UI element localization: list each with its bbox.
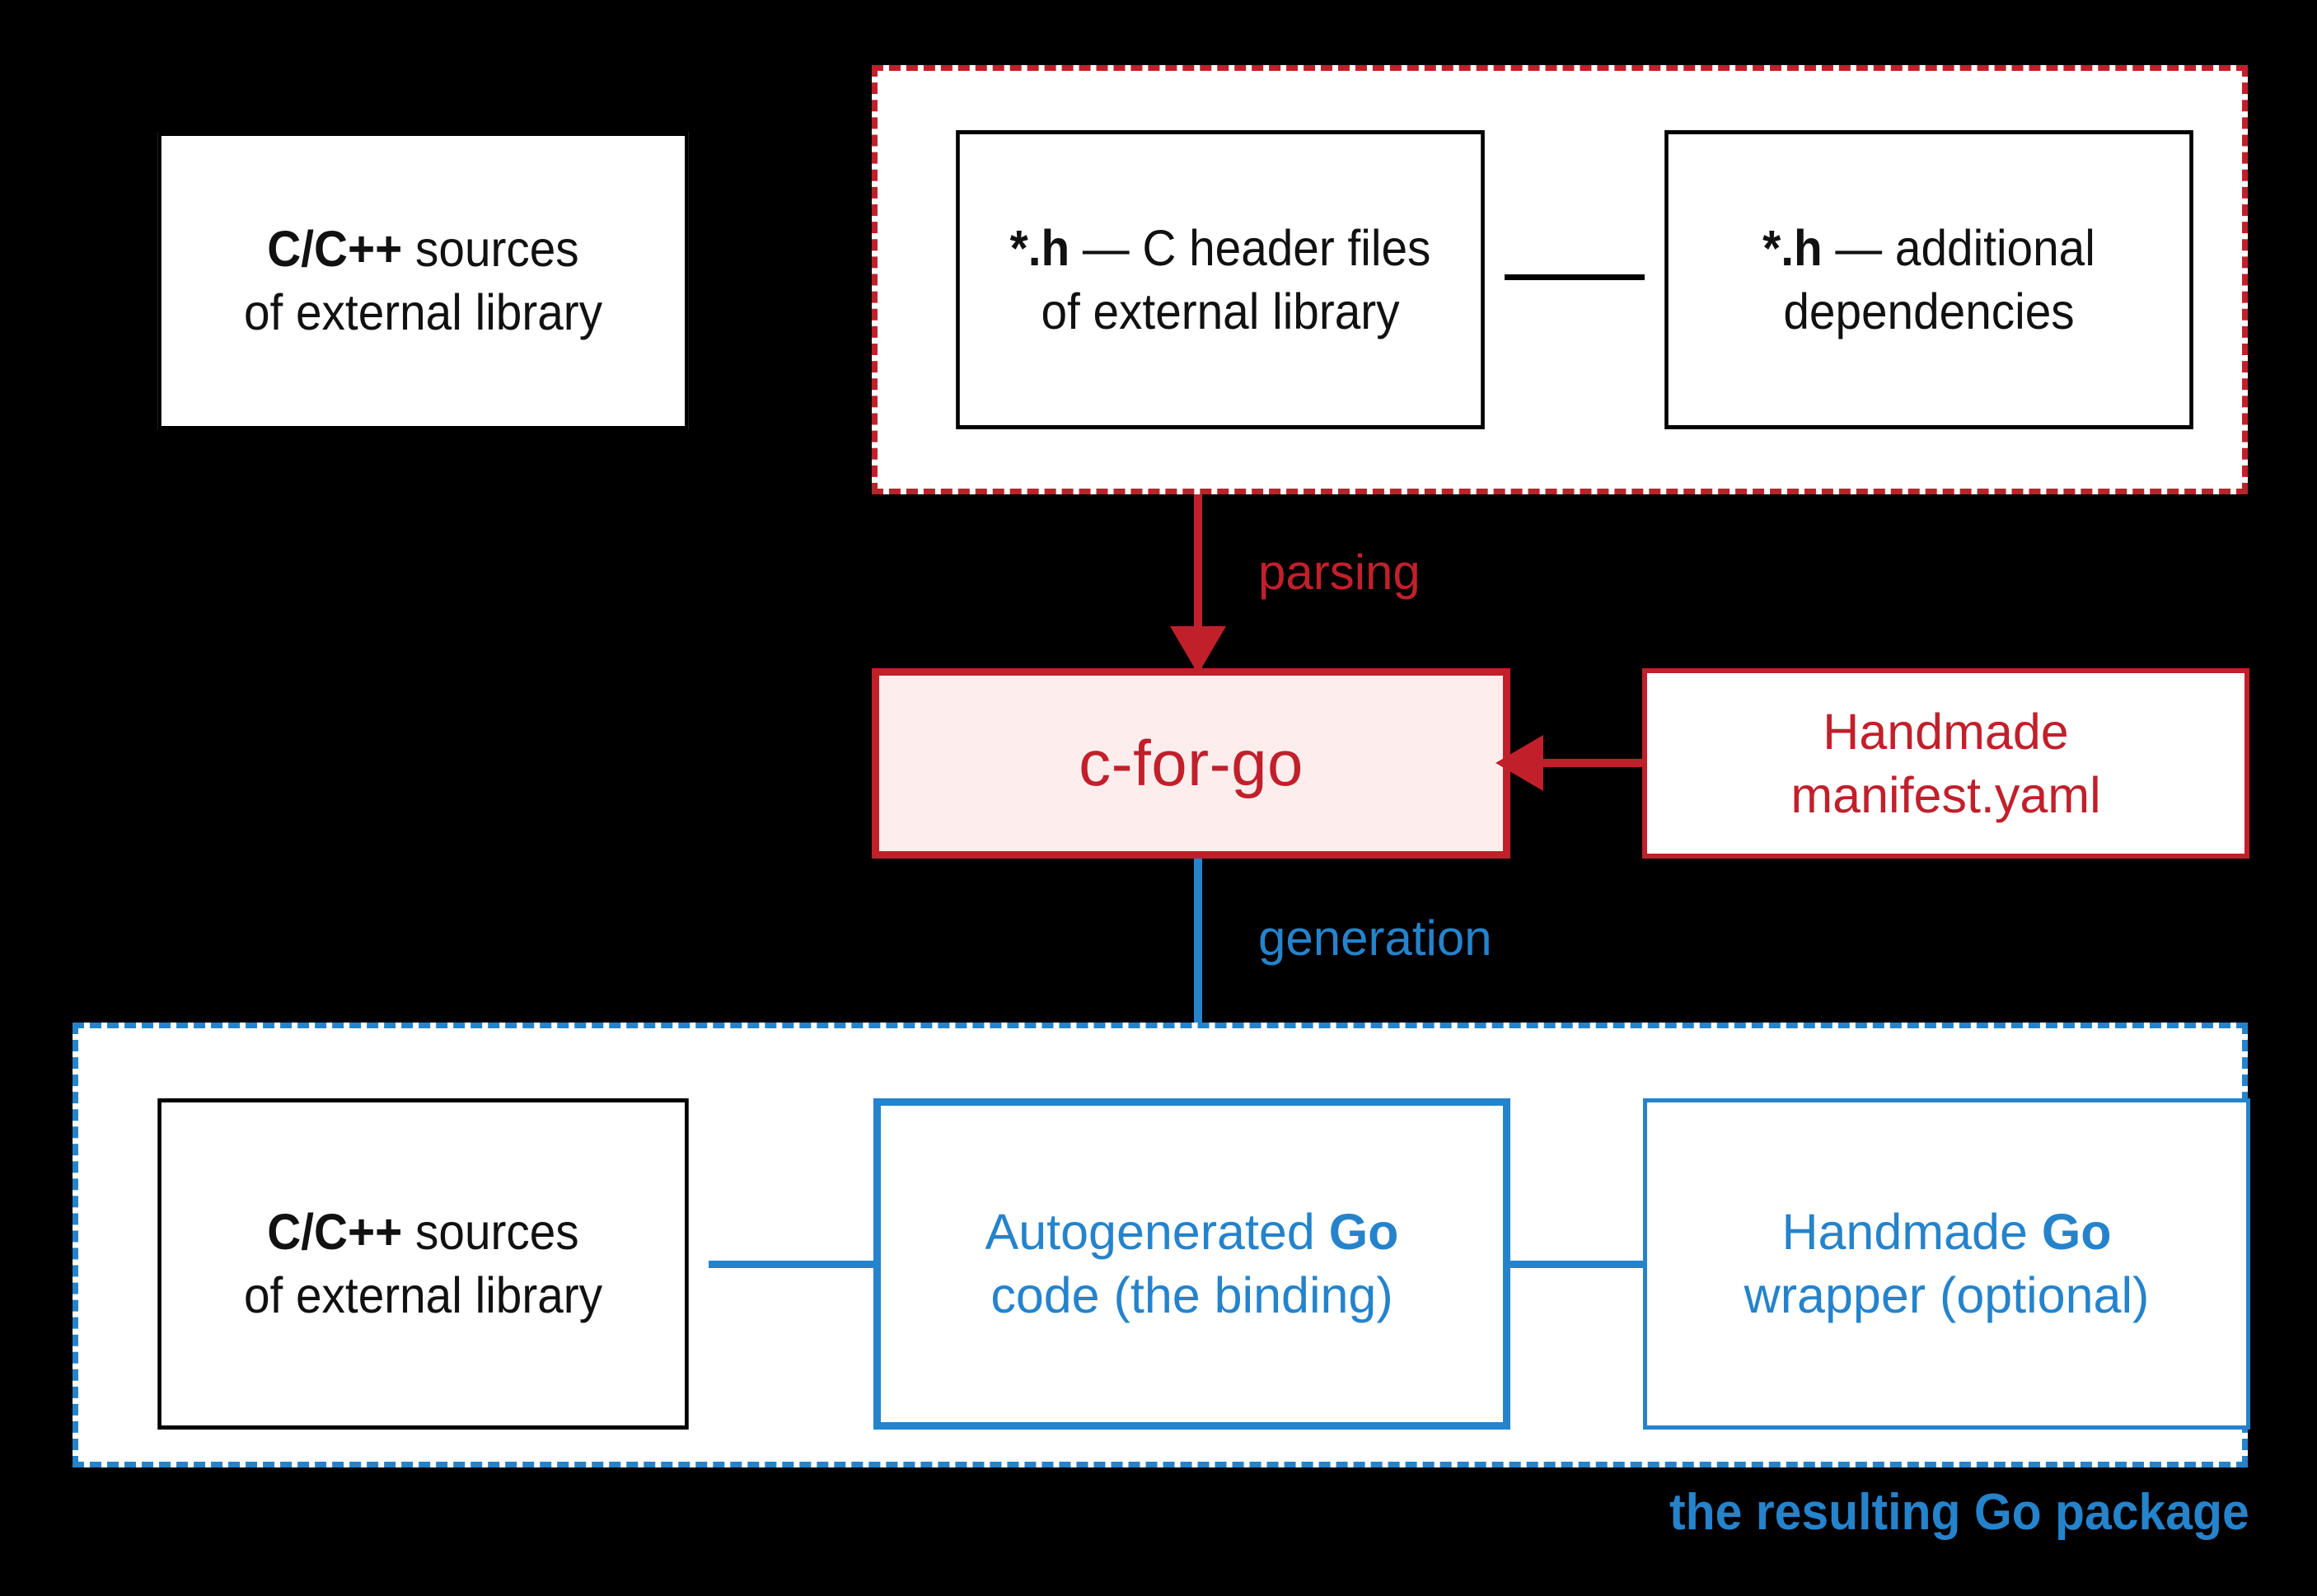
node-c-sources-in-package-line1-rest: sources bbox=[402, 1204, 579, 1261]
arrowhead-parsing-down-icon bbox=[1170, 626, 1226, 674]
node-additional-dependencies[interactable]: *.h — additional dependencies bbox=[1664, 130, 2193, 429]
edge-label-generation: generation bbox=[1258, 910, 1492, 966]
node-additional-dependencies-line1-rest: — additional bbox=[1822, 219, 2095, 276]
node-c-sources-in-package-line1-bold: C/C++ bbox=[267, 1204, 403, 1261]
node-c-sources-external-line1-rest: sources bbox=[402, 221, 579, 278]
node-c-header-files-line2: of external library bbox=[1041, 283, 1400, 339]
connector-generated-to-wrapper bbox=[1510, 1261, 1645, 1268]
node-additional-dependencies-line1-bold: *.h bbox=[1762, 219, 1823, 276]
connector-generation-line bbox=[1194, 859, 1202, 1077]
node-autogenerated-go[interactable]: Autogenerated Go code (the binding) bbox=[873, 1098, 1510, 1430]
connector-parsing-line bbox=[1194, 494, 1202, 675]
go-package-caption: the resulting Go package bbox=[1669, 1484, 2249, 1541]
node-handmade-go-wrapper[interactable]: Handmade Go wrapper (optional) bbox=[1643, 1098, 2250, 1430]
node-handmade-go-wrapper-line2: wrapper (optional) bbox=[1744, 1267, 2150, 1323]
node-c-sources-external-line1-bold: C/C++ bbox=[267, 221, 403, 278]
node-c-header-files[interactable]: *.h — C header files of external library bbox=[956, 130, 1485, 429]
node-c-header-files-line1-bold: *.h bbox=[1009, 219, 1070, 276]
node-c-header-files-line1-rest: — C header files bbox=[1070, 219, 1431, 276]
node-handmade-go-wrapper-line1-bold: Go bbox=[2041, 1204, 2112, 1261]
node-handmade-manifest-line1: Handmade bbox=[1823, 703, 2069, 760]
node-autogenerated-go-line2: code (the binding) bbox=[990, 1267, 1393, 1323]
node-handmade-go-wrapper-line1-rest: Handmade bbox=[1781, 1204, 2042, 1261]
edge-label-parsing: parsing bbox=[1258, 545, 1421, 600]
node-c-sources-external-line2: of external library bbox=[243, 284, 603, 340]
node-autogenerated-go-label: Autogenerated Go code (the binding) bbox=[881, 1201, 1503, 1327]
node-c-sources-external-label: C/C++ sources of external library bbox=[161, 218, 685, 344]
node-c-sources-in-package[interactable]: C/C++ sources of external library bbox=[157, 1098, 689, 1430]
node-handmade-manifest-line2: manifest.yaml bbox=[1790, 766, 2101, 823]
connector-manifest-line bbox=[1528, 759, 1644, 767]
connector-headers bbox=[1505, 274, 1645, 280]
node-autogenerated-go-line1-rest: Autogenerated bbox=[985, 1204, 1329, 1261]
node-additional-dependencies-line2: dependencies bbox=[1783, 283, 2075, 339]
node-c-header-files-label: *.h — C header files of external library bbox=[960, 217, 1481, 344]
node-handmade-go-wrapper-label: Handmade Go wrapper (optional) bbox=[1647, 1201, 2246, 1327]
node-c-sources-external[interactable]: C/C++ sources of external library bbox=[157, 132, 689, 430]
node-c-for-go[interactable]: c-for-go bbox=[872, 668, 1510, 859]
arrowhead-manifest-left-icon bbox=[1496, 735, 1543, 791]
node-c-sources-in-package-label: C/C++ sources of external library bbox=[161, 1201, 685, 1327]
node-c-for-go-label: c-for-go bbox=[1079, 727, 1304, 800]
connector-sources-vertical bbox=[416, 430, 422, 1059]
node-autogenerated-go-line1-bold: Go bbox=[1328, 1204, 1399, 1261]
connector-sources-to-generated bbox=[709, 1261, 873, 1268]
node-handmade-manifest-label: Handmade manifest.yaml bbox=[1647, 700, 2244, 827]
node-c-sources-in-package-line2: of external library bbox=[243, 1267, 603, 1323]
node-handmade-manifest[interactable]: Handmade manifest.yaml bbox=[1642, 668, 2249, 859]
node-additional-dependencies-label: *.h — additional dependencies bbox=[1669, 217, 2189, 344]
